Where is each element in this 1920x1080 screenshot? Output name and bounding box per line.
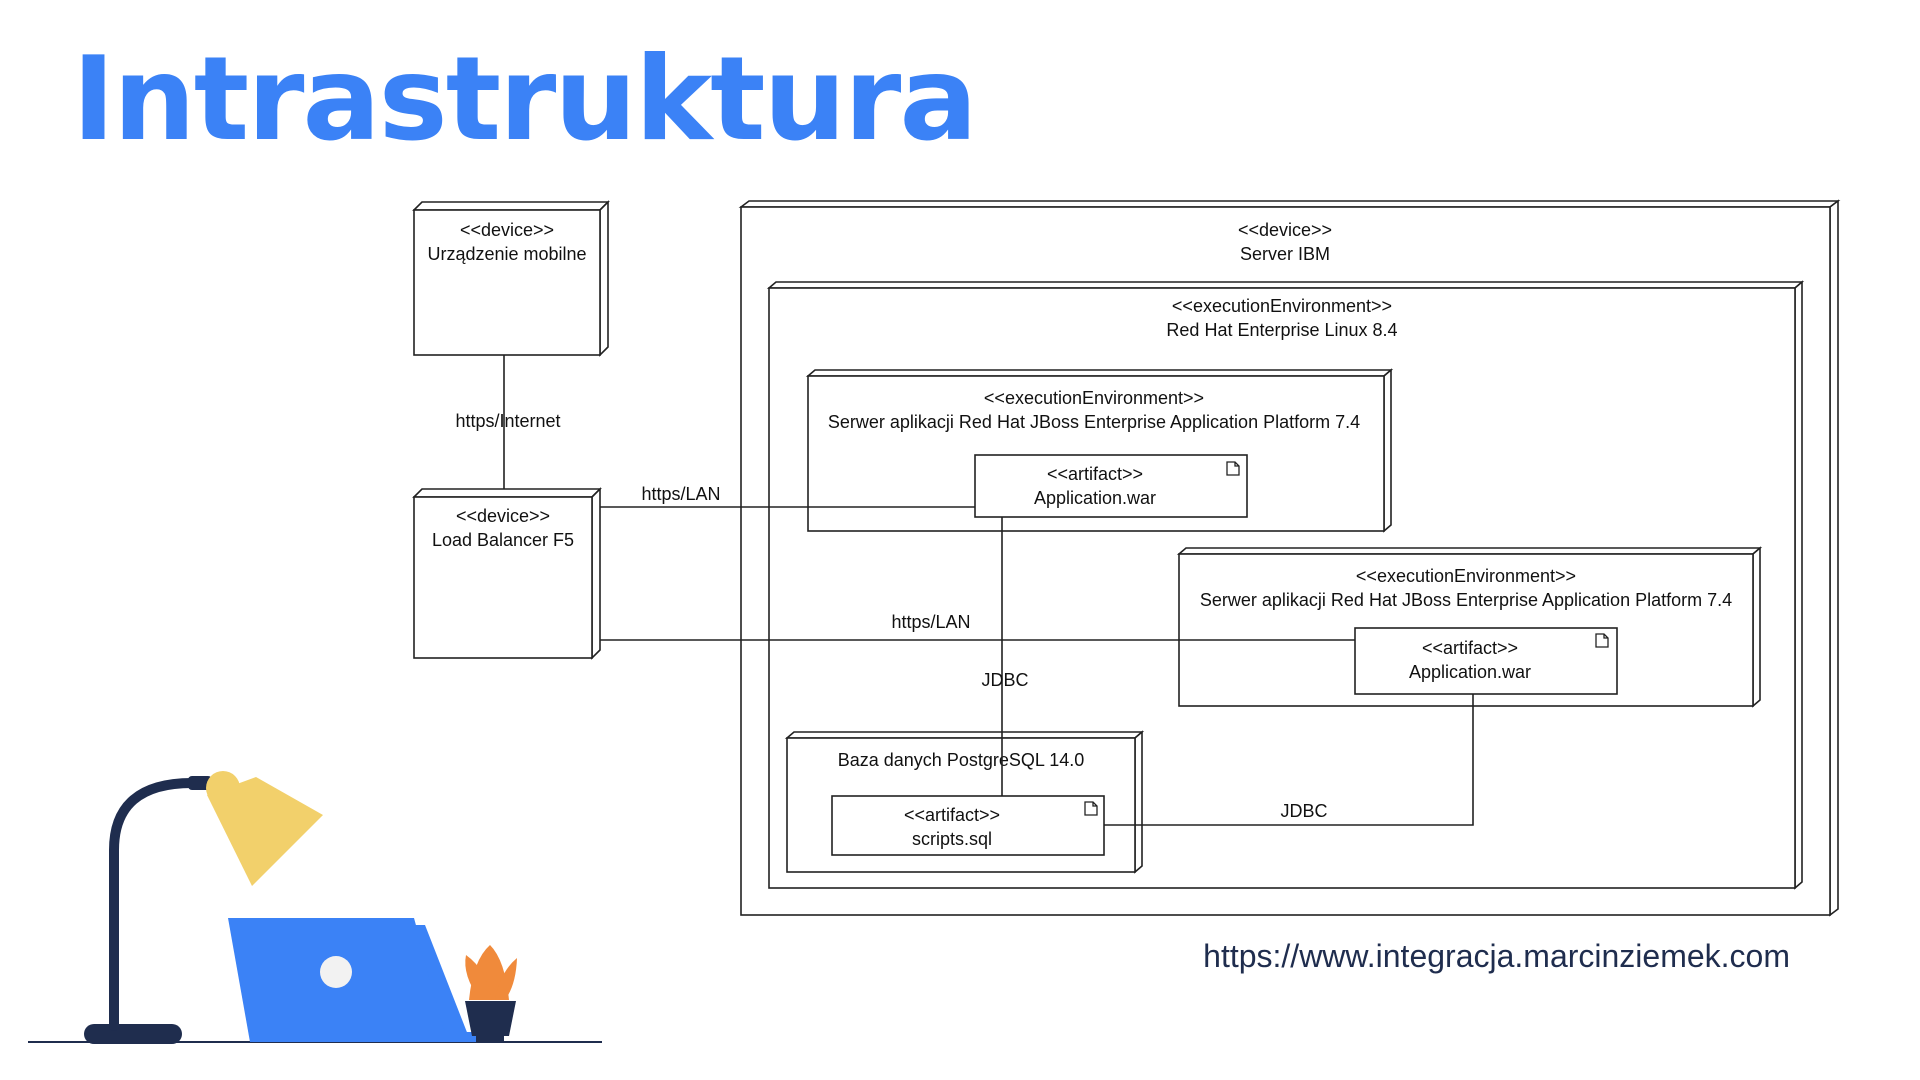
document-icon <box>1595 633 1609 648</box>
mobile-stereotype: <<device>> <box>460 220 554 240</box>
war1-stereotype: <<artifact>> <box>1047 464 1143 484</box>
label-jdbc-2: JDBC <box>1280 801 1327 821</box>
connections <box>503 355 1474 826</box>
ibm-stereotype: <<device>> <box>1238 220 1332 240</box>
page-title: Intrastruktura <box>72 32 978 167</box>
desk-illustration <box>28 771 602 1044</box>
war2-stereotype: <<artifact>> <box>1422 638 1518 658</box>
document-icon <box>1226 461 1240 476</box>
laptop-icon <box>228 918 480 1042</box>
plant-icon <box>465 945 517 1042</box>
node-jboss-1: <<executionEnvironment>> Serwer aplikacj… <box>805 368 1394 533</box>
node-mobile-device: <<device>> Urządzenie mobilne <box>412 200 610 357</box>
lb-stereotype: <<device>> <box>456 506 550 526</box>
jboss1-stereotype: <<executionEnvironment>> <box>984 388 1204 408</box>
label-https-lan-2: https/LAN <box>891 612 970 632</box>
rhel-stereotype: <<executionEnvironment>> <box>1172 296 1392 316</box>
node-load-balancer: <<device>> Load Balancer F5 <box>412 487 602 660</box>
ibm-name: Server IBM <box>1240 244 1330 264</box>
jboss2-name: Serwer aplikacji Red Hat JBoss Enterpris… <box>1200 590 1732 610</box>
lamp-icon <box>84 771 323 1044</box>
label-https-lan-1: https/LAN <box>641 484 720 504</box>
sql-stereotype: <<artifact>> <box>904 805 1000 825</box>
jboss2-stereotype: <<executionEnvironment>> <box>1356 566 1576 586</box>
war1-name: Application.war <box>1034 488 1156 508</box>
footer-url-link[interactable]: https://www.integracja.marcinziemek.com <box>1203 938 1790 974</box>
artifact-scripts-sql: <<artifact>> scripts.sql <box>831 795 1105 856</box>
db-name: Baza danych PostgreSQL 14.0 <box>838 750 1085 770</box>
war2-name: Application.war <box>1409 662 1531 682</box>
document-icon <box>1084 801 1098 816</box>
mobile-name: Urządzenie mobilne <box>427 244 586 264</box>
lb-name: Load Balancer F5 <box>432 530 574 550</box>
artifact-war-2: <<artifact>> Application.war <box>1354 627 1618 695</box>
label-jdbc-1: JDBC <box>981 670 1028 690</box>
sql-name: scripts.sql <box>912 829 992 849</box>
edge-war2-sql <box>1104 694 1474 826</box>
artifact-war-1: <<artifact>> Application.war <box>974 454 1248 518</box>
label-https-internet: https/Internet <box>455 411 560 431</box>
rhel-name: Red Hat Enterprise Linux 8.4 <box>1166 320 1397 340</box>
jboss1-name: Serwer aplikacji Red Hat JBoss Enterpris… <box>828 412 1360 432</box>
